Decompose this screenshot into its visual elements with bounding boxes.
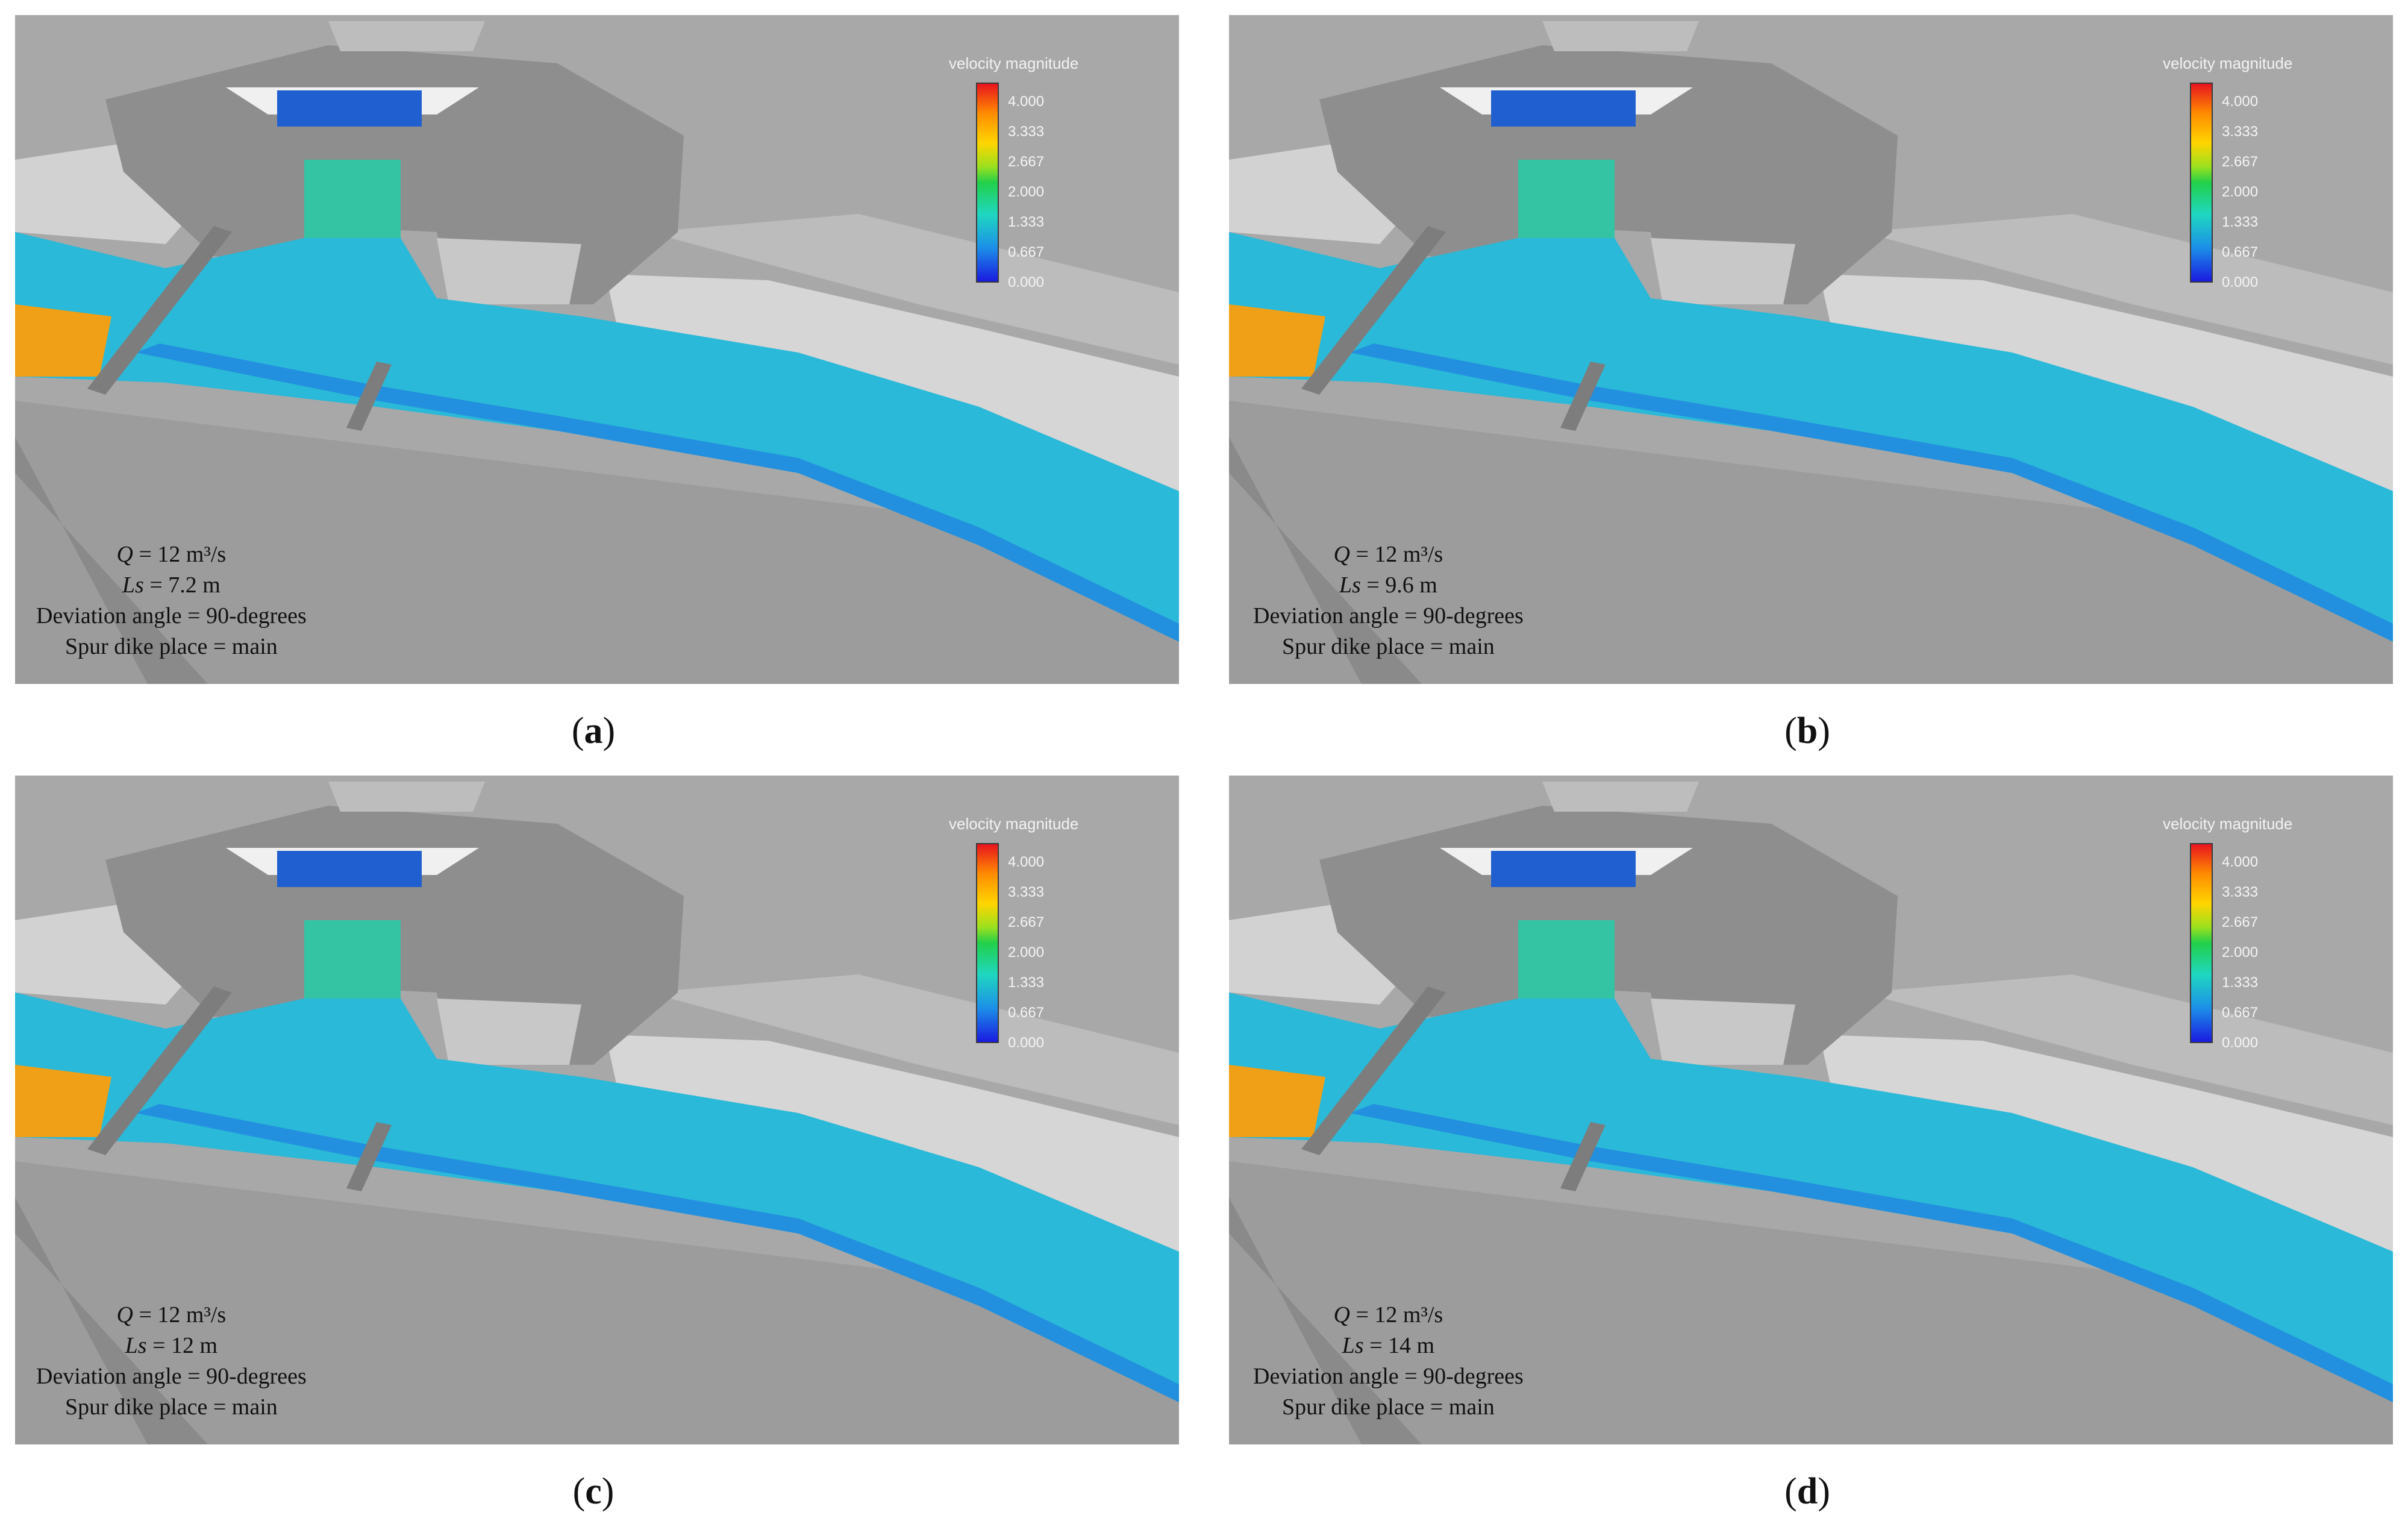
q-symbol: Q [116,1302,133,1328]
discharge-line: Q = 12 m³/s [36,1300,307,1331]
legend-tick: 2.000 [1008,944,1045,961]
caption-letter: a [584,710,603,751]
legend-title: velocity magnitude [949,54,1079,72]
q-symbol: Q [1333,542,1350,567]
flow-simulation-render [15,776,1179,1444]
color-legend: velocity magnitude 4.000 3.333 2.667 2.0… [949,27,1118,290]
parameter-annotation: Q = 12 m³/s Ls = 9.6 m Deviation angle =… [1253,539,1524,662]
ls-symbol: Ls [125,1333,147,1358]
panel-caption-c: (c) [533,1470,654,1513]
discharge-line: Q = 12 m³/s [1253,1300,1524,1331]
legend-tick: 2.667 [2222,154,2259,170]
legend-title: velocity magnitude [2163,815,2293,833]
length-line: Ls = 14 m [1253,1331,1524,1361]
legend-tick: 2.000 [1008,184,1045,200]
ls-symbol: Ls [1339,572,1361,598]
ls-value: = 14 m [1363,1333,1435,1358]
color-legend: velocity magnitude 4.000 3.333 2.667 2.0… [949,788,1118,1051]
caption-letter: d [1797,1471,1818,1512]
caption-paren-close: ) [1818,1471,1830,1512]
ls-value: = 7.2 m [143,572,220,598]
q-value: = 12 m³/s [1349,542,1443,567]
panel-caption-d: (d) [1747,1470,1868,1513]
caption-letter: c [585,1471,602,1512]
ls-value: = 9.6 m [1360,572,1437,598]
legend-tick: 0.667 [2222,244,2259,260]
caption-paren-open: ( [1784,1471,1797,1512]
color-legend: velocity magnitude 4.000 3.333 2.667 2.0… [2163,788,2331,1051]
legend-color-bar [976,83,999,283]
legend-title: velocity magnitude [2163,54,2293,72]
legend-tick: 2.000 [2222,184,2259,200]
q-value: = 12 m³/s [1349,1302,1443,1328]
simulation-panel-a: velocity magnitude 4.000 3.333 2.667 2.0… [15,15,1179,684]
deviation-line: Deviation angle = 90-degrees [1253,603,1524,629]
legend-tick: 3.333 [1008,884,1045,900]
simulation-panel-b: velocity magnitude 4.000 3.333 2.667 2.0… [1229,15,2393,684]
caption-paren-open: ( [572,1471,586,1512]
legend-tick: 2.667 [2222,914,2259,930]
q-symbol: Q [1333,1302,1350,1328]
caption-paren-open: ( [571,710,584,751]
q-symbol: Q [116,542,133,567]
deviation-line: Deviation angle = 90-degrees [1253,1364,1524,1389]
panel-caption-a: (a) [533,710,654,753]
legend-title: velocity magnitude [949,815,1079,833]
ls-symbol: Ls [122,572,144,598]
flow-simulation-render [1229,15,2393,684]
legend-tick: 3.333 [1008,124,1045,140]
caption-paren-close: ) [602,710,616,751]
legend-tick: 2.000 [2222,944,2259,961]
length-line: Ls = 12 m [36,1331,307,1361]
panel-caption-b: (b) [1747,710,1868,753]
legend-tick: 0.000 [2222,274,2259,290]
legend-tick: 3.333 [2222,884,2259,900]
ls-value: = 12 m [146,1333,218,1358]
legend-tick: 0.000 [1008,1035,1045,1051]
discharge-line: Q = 12 m³/s [1253,539,1524,570]
dike-place-line: Spur dike place = main [1281,634,1495,659]
caption-paren-close: ) [1818,710,1830,751]
legend-tick: 4.000 [2222,93,2259,110]
dike-place-line: Spur dike place = main [64,1394,278,1420]
legend-color-bar [976,843,999,1043]
deviation-line: Deviation angle = 90-degrees [36,1364,307,1389]
color-legend: velocity magnitude 4.000 3.333 2.667 2.0… [2163,27,2331,290]
legend-tick: 1.333 [2222,214,2259,230]
legend-tick: 4.000 [2222,854,2259,870]
caption-letter: b [1797,710,1818,751]
length-line: Ls = 9.6 m [1253,570,1524,601]
q-value: = 12 m³/s [133,542,227,567]
legend-tick: 1.333 [1008,214,1045,230]
q-value: = 12 m³/s [133,1302,227,1328]
legend-tick: 4.000 [1008,93,1045,110]
length-line: Ls = 7.2 m [36,570,307,601]
legend-tick: 4.000 [1008,854,1045,870]
legend-color-bar [2190,83,2213,283]
parameter-annotation: Q = 12 m³/s Ls = 14 m Deviation angle = … [1253,1300,1524,1423]
caption-paren-close: ) [601,1471,615,1512]
discharge-line: Q = 12 m³/s [36,539,307,570]
parameter-annotation: Q = 12 m³/s Ls = 7.2 m Deviation angle =… [36,539,307,662]
deviation-line: Deviation angle = 90-degrees [36,603,307,629]
legend-tick: 0.667 [1008,1005,1045,1021]
dike-place-line: Spur dike place = main [64,634,278,659]
legend-tick: 0.667 [1008,244,1045,260]
legend-tick: 1.333 [2222,974,2259,991]
legend-tick: 0.000 [1008,274,1045,290]
legend-tick: 2.667 [1008,914,1045,930]
legend-tick: 2.667 [1008,154,1045,170]
simulation-panel-c: velocity magnitude 4.000 3.333 2.667 2.0… [15,776,1179,1444]
dike-place-line: Spur dike place = main [1281,1394,1495,1420]
legend-tick: 0.000 [2222,1035,2259,1051]
parameter-annotation: Q = 12 m³/s Ls = 12 m Deviation angle = … [36,1300,307,1423]
legend-tick: 1.333 [1008,974,1045,991]
ls-symbol: Ls [1342,1333,1364,1358]
legend-tick: 3.333 [2222,124,2259,140]
legend-color-bar [2190,843,2213,1043]
simulation-panel-d: velocity magnitude 4.000 3.333 2.667 2.0… [1229,776,2393,1444]
legend-tick: 0.667 [2222,1005,2259,1021]
caption-paren-open: ( [1784,710,1797,751]
